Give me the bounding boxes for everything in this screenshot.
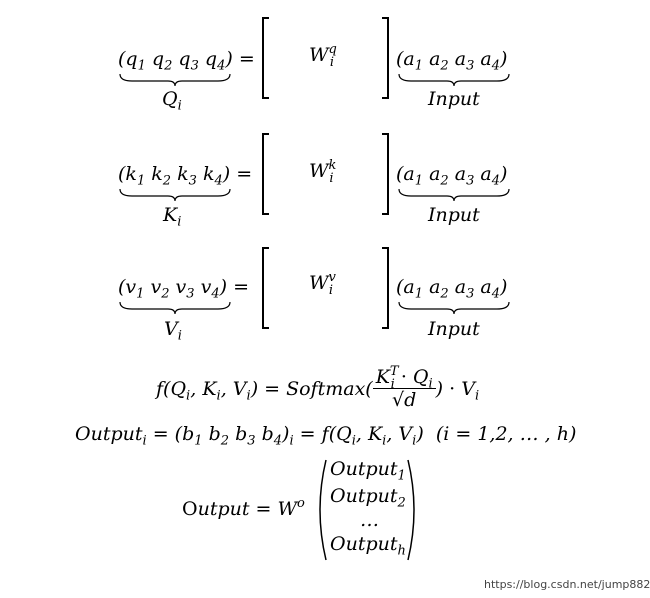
- q-weight: Wqi: [309, 42, 337, 70]
- q-matrix-left-bracket: [262, 17, 269, 99]
- v-vector: (v1 v2 v3 v4) =: [118, 276, 249, 302]
- k-input-vector: (a1 a2 a3 a4): [396, 163, 508, 189]
- k-label: Ki: [163, 204, 182, 230]
- output-matrix-right-paren: [407, 459, 415, 561]
- v-input-vector: (a1 a2 a3 a4): [396, 276, 508, 302]
- k-underbrace: [119, 188, 231, 202]
- output-matrix-entry-2: Output2: [330, 485, 406, 511]
- k-weight: Wki: [309, 158, 337, 186]
- k-input-label: Input: [428, 204, 480, 226]
- v-weight: Wvi: [309, 270, 336, 298]
- v-matrix-left-bracket: [262, 247, 269, 329]
- attention-equation: f(Qi, Ki, Vi) = Softmax( KTi · Qi √d ) ·…: [156, 364, 480, 411]
- q-vector: (q1 q2 q3 q4) =: [118, 48, 255, 74]
- k-matrix-right-bracket: [382, 133, 389, 215]
- k-input-underbrace: [398, 188, 510, 202]
- q-input-vector: (a1 a2 a3 a4): [396, 48, 508, 74]
- output-matrix-ellipsis: …: [360, 509, 379, 531]
- q-input-label: Input: [428, 88, 480, 110]
- softmax-fraction: KTi · Qi √d: [372, 365, 436, 411]
- q-underbrace: [119, 73, 231, 87]
- output-matrix-entry-1: Output1: [330, 458, 406, 484]
- q-label: Qi: [162, 88, 182, 114]
- v-input-underbrace: [398, 301, 510, 315]
- v-input-label: Input: [428, 318, 480, 340]
- v-label: Vi: [164, 318, 182, 344]
- v-underbrace: [119, 301, 231, 315]
- k-matrix-left-bracket: [262, 133, 269, 215]
- output-matrix-entry-h: Outputh: [330, 533, 406, 559]
- watermark-url: https://blog.csdn.net/jump882: [484, 578, 650, 591]
- v-matrix-right-bracket: [382, 247, 389, 329]
- output-matrix-left-paren: [319, 459, 327, 561]
- q-matrix-right-bracket: [382, 17, 389, 99]
- k-vector: (k1 k2 k3 k4) =: [118, 163, 253, 189]
- head-output-equation: Outputi = (b1 b2 b3 b4)i = f(Qi, Ki, Vi)…: [75, 423, 577, 449]
- q-input-underbrace: [398, 73, 510, 87]
- multihead-output-lhs: Output = Wo: [182, 496, 305, 520]
